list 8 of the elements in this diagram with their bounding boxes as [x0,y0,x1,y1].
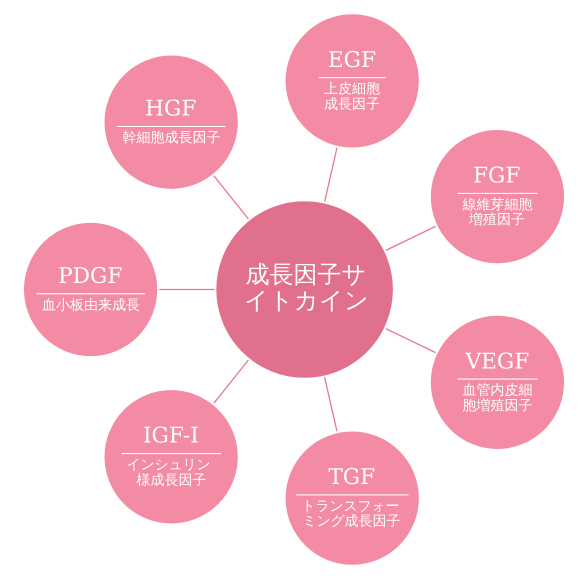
connector [324,148,338,202]
connector [213,175,249,220]
connector [324,377,338,432]
node-circle: PDGF 血小板由来成長 [20,220,160,360]
connector [213,360,249,404]
connector [386,226,436,251]
connector [386,328,436,354]
connector [159,288,214,290]
